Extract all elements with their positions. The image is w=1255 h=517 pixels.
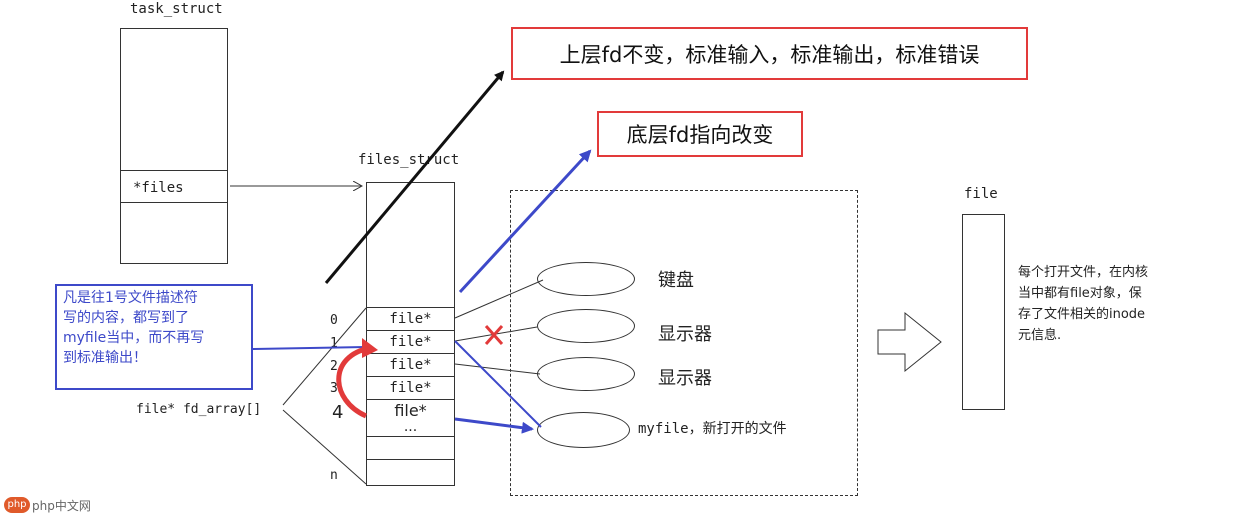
device-label-display-2: 显示器 (658, 368, 712, 389)
note-line-1: 凡是往1号文件描述符 (63, 290, 198, 306)
red-curved-arrow (336, 345, 371, 419)
fd-index-3: 3 (330, 381, 338, 396)
task-struct-divider-1 (121, 170, 227, 171)
files-struct-box: file* file* file* file* file* ... (366, 182, 455, 486)
watermark-text: php中文网 (32, 499, 91, 513)
fd-index-2: 2 (330, 359, 338, 374)
fd-cell-0: file* (367, 307, 454, 330)
task-struct-divider-2 (121, 202, 227, 203)
device-ellipse-display-1 (537, 309, 635, 343)
file-desc-line-2: 当中都有file对象，保 (1018, 286, 1142, 301)
file-desc-line-4: 元信息. (1018, 328, 1062, 343)
fd-divider-n (367, 459, 454, 460)
task-struct-title: task_struct (130, 1, 223, 17)
callout-lower-fd: 底层fd指向改变 (597, 111, 803, 157)
fd-array-bracket-bottom (282, 409, 367, 485)
fd-cell-2: file* (367, 353, 454, 376)
red-curved-arrow-head (362, 338, 378, 358)
fd-index-4: 4 (332, 402, 344, 423)
note-line-2: 写的内容，都写到了 (63, 310, 189, 326)
note-line-3: myfile当中，而不再写 (63, 330, 205, 346)
file-desc-line-3: 存了文件相关的inode (1018, 307, 1146, 322)
file-desc-line-1: 每个打开文件，在内核 (1018, 265, 1149, 280)
device-region (510, 190, 858, 496)
device-label-display-1: 显示器 (658, 324, 712, 345)
redirect-note: 凡是往1号文件描述符 写的内容，都写到了 myfile当中，而不再写 到标准输出… (55, 284, 253, 390)
fd-cell-1: file* (367, 330, 454, 353)
device-label-keyboard: 键盘 (658, 270, 694, 291)
watermark-logo: php (4, 497, 30, 513)
red-x-stroke-2 (484, 325, 504, 345)
task-struct-box: *files (120, 28, 228, 264)
fd-index-0: 0 (330, 313, 338, 328)
redirect-line-fd1-myfile (454, 340, 542, 428)
hollow-arrow-to-file (877, 311, 942, 373)
fd-divider (367, 436, 454, 437)
connector-fd0-keyboard (454, 279, 544, 319)
note-line-4: 到标准输出！ (63, 350, 147, 366)
arrow-to-upper-callout (324, 70, 505, 284)
fd-index-1: 1 (330, 336, 338, 351)
fd-cell-3: file* (367, 376, 454, 399)
connector-fd2-display (454, 363, 541, 375)
fd-array-bracket-top (282, 307, 367, 406)
device-ellipse-keyboard (537, 262, 635, 296)
file-object-description: 每个打开文件，在内核 当中都有file对象，保 存了文件相关的inode 元信息… (1018, 262, 1148, 346)
callout-upper-fd: 上层fd不变，标准输入，标准输出，标准错误 (511, 27, 1028, 80)
note-connector (252, 346, 367, 350)
fd-cell-4: file* (367, 399, 454, 422)
arrow-fd4-myfile (454, 417, 534, 434)
fd-index-n: n (330, 468, 338, 483)
files-field: *files (133, 180, 184, 196)
arrow-to-lower-callout (458, 149, 592, 294)
fd-cell-dots: ... (403, 419, 418, 435)
fd-array-label: file* fd_array[] (136, 402, 262, 417)
file-object-title: file (964, 186, 998, 202)
device-label-myfile: myfile，新打开的文件 (638, 421, 787, 437)
file-object-box (962, 214, 1005, 410)
device-ellipse-myfile (537, 412, 630, 448)
